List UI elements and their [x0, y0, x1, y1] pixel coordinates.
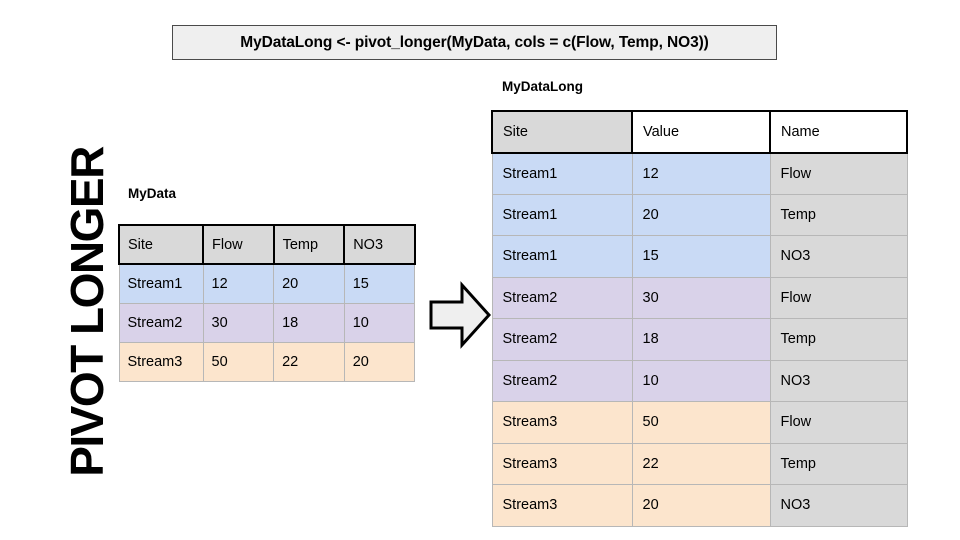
- source-cell: Stream3: [118, 341, 204, 382]
- result-table-header-row: Site Value Name: [491, 110, 908, 154]
- source-col-header-no3: NO3: [343, 224, 416, 265]
- result-cell: Flow: [769, 152, 908, 195]
- result-cell: Flow: [769, 401, 908, 444]
- result-cell: Stream2: [491, 276, 633, 319]
- source-cell: 20: [343, 341, 416, 382]
- result-cell: 20: [631, 193, 771, 236]
- result-cell: Stream3: [491, 442, 633, 485]
- source-cell: 50: [202, 341, 275, 382]
- result-cell: 30: [631, 276, 771, 319]
- source-cell: Stream1: [118, 263, 204, 304]
- result-cell: NO3: [769, 359, 908, 402]
- result-cell: 18: [631, 318, 771, 361]
- source-col-header-flow: Flow: [202, 224, 275, 265]
- result-cell: Stream2: [491, 359, 633, 402]
- result-cell: Stream3: [491, 484, 633, 527]
- result-cell: Stream1: [491, 152, 633, 195]
- source-cell: 30: [202, 302, 275, 343]
- source-col-header-temp: Temp: [272, 224, 346, 265]
- result-cell: Temp: [769, 318, 908, 361]
- source-cell: 20: [273, 263, 345, 304]
- source-cell: Stream2: [118, 302, 204, 343]
- result-cell: Stream1: [491, 235, 633, 278]
- result-cell: Stream2: [491, 318, 633, 361]
- result-cell: NO3: [769, 235, 908, 278]
- result-col-header-value: Value: [631, 110, 771, 154]
- result-table-caption: MyDataLong: [502, 79, 583, 94]
- source-cell: 12: [202, 263, 275, 304]
- result-col-header-name: Name: [769, 110, 908, 154]
- result-cell: Temp: [769, 442, 908, 485]
- result-cell: 10: [631, 359, 771, 402]
- result-cell: Stream3: [491, 401, 633, 444]
- result-cell: 15: [631, 235, 771, 278]
- result-col-header-site: Site: [491, 110, 633, 154]
- source-col-header-site: Site: [118, 224, 204, 265]
- source-table-caption: MyData: [128, 186, 177, 201]
- result-cell: Stream1: [491, 193, 633, 236]
- source-cell: 22: [273, 341, 345, 382]
- code-banner-text: MyDataLong <- pivot_longer(MyData, cols …: [240, 33, 709, 51]
- source-cell: 10: [343, 302, 416, 343]
- slide-title: PIVOT LONGER: [61, 147, 113, 477]
- source-cell: 18: [273, 302, 345, 343]
- code-banner: MyDataLong <- pivot_longer(MyData, cols …: [172, 25, 777, 60]
- result-cell: NO3: [769, 484, 908, 527]
- result-cell: 22: [631, 442, 771, 485]
- result-cell: 20: [631, 484, 771, 527]
- source-cell: 15: [343, 263, 416, 304]
- result-cell: 12: [631, 152, 771, 195]
- result-cell: Flow: [769, 276, 908, 319]
- result-cell: 50: [631, 401, 771, 444]
- source-table-header-row: Site Flow Temp NO3: [118, 224, 416, 265]
- right-block-arrow-icon: [429, 281, 492, 349]
- result-cell: Temp: [769, 193, 908, 236]
